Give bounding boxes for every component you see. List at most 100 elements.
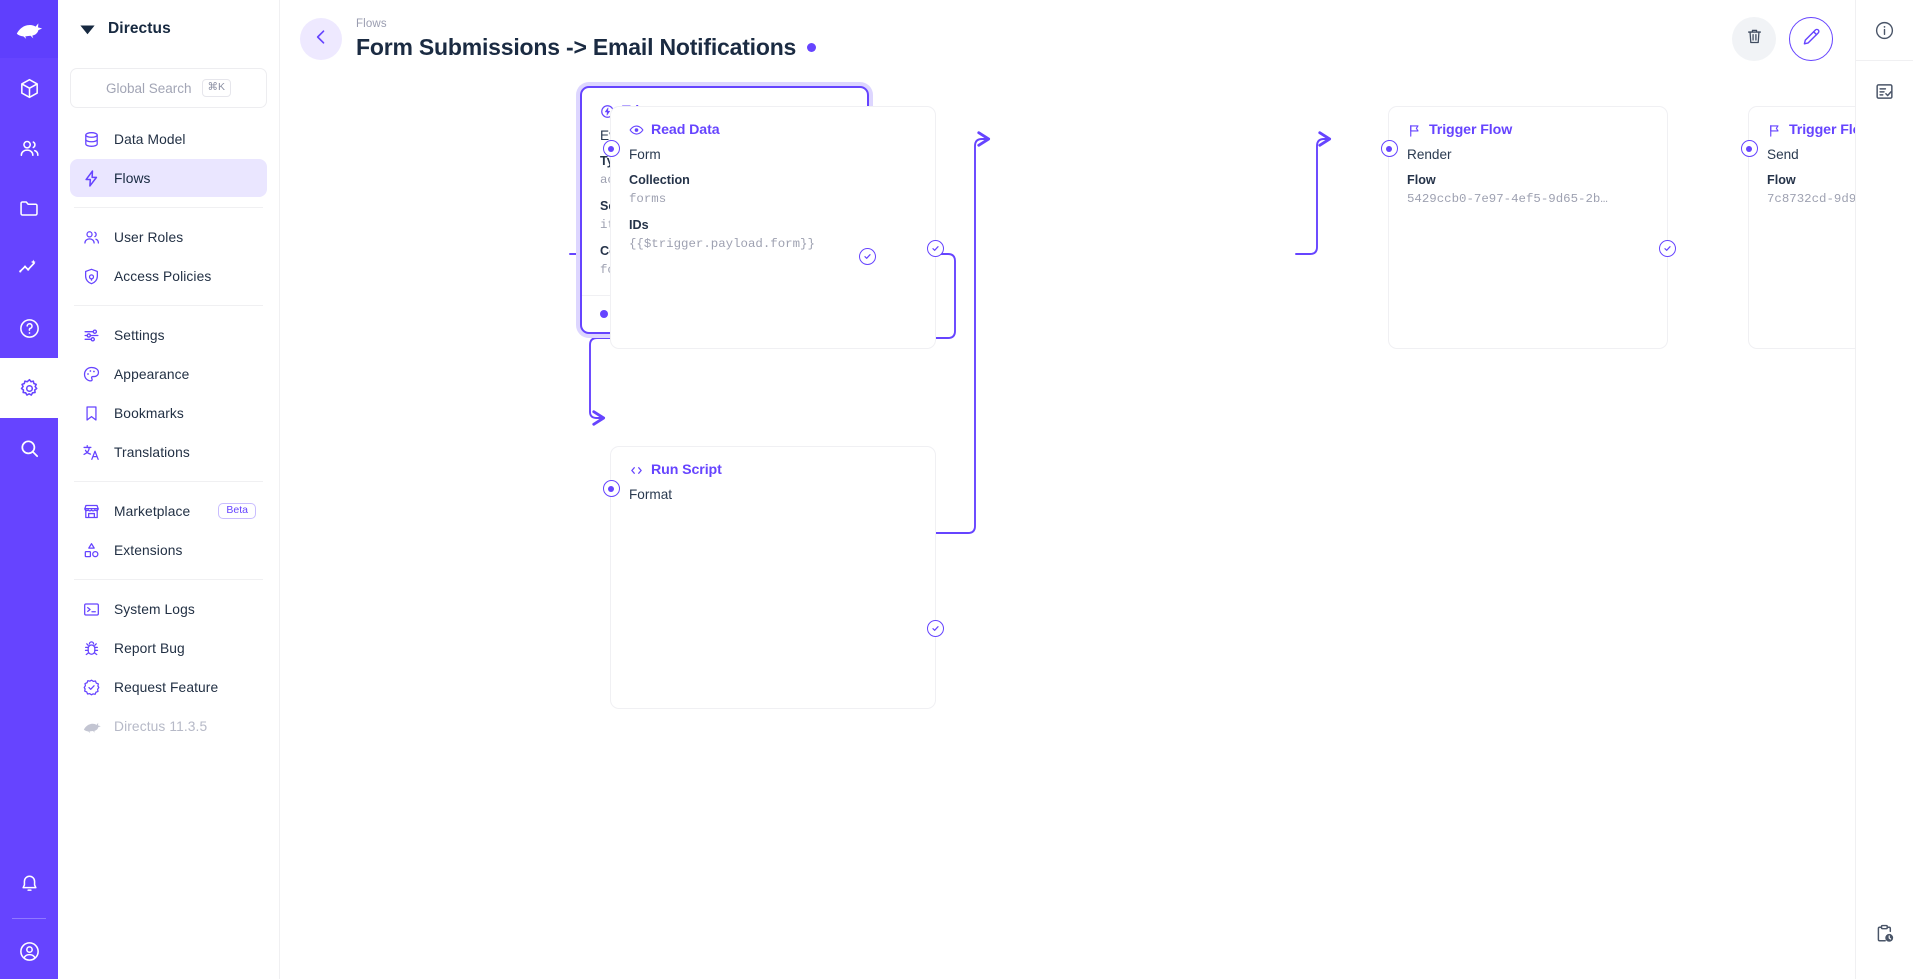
bolt-icon — [81, 168, 102, 189]
node-type-label: Trigger Flow — [1429, 122, 1513, 138]
handle-dot-icon — [608, 485, 614, 492]
extensions-icon — [81, 540, 102, 561]
eye-icon — [629, 123, 644, 138]
sidebar-item-report-bug[interactable]: Report Bug — [70, 629, 267, 667]
flow-node-read-data[interactable]: Read Data Form Collection forms IDs {{$t… — [602, 106, 944, 349]
nav-list: Data Model Flows — [70, 120, 267, 745]
pencil-icon — [1801, 27, 1821, 52]
insights-icon[interactable] — [0, 238, 58, 298]
nav-divider — [74, 579, 263, 580]
shield-lock-icon — [81, 266, 102, 287]
delete-flow-button[interactable] — [1732, 17, 1776, 61]
flow-node-trigger-flow-render[interactable]: Trigger Flow Render Flow 5429ccb0-7e97-4… — [1380, 106, 1676, 349]
sidebar-item-bookmarks[interactable]: Bookmarks — [70, 394, 267, 432]
node-name: Format — [629, 487, 673, 502]
sidebar-item-request-feature[interactable]: Request Feature — [70, 668, 267, 706]
flow-canvas[interactable]: Trigger Event Hook Type action Scope ite… — [280, 78, 1855, 979]
sidebar-item-access-policies[interactable]: Access Policies — [70, 257, 267, 295]
node-field-key: IDs — [629, 218, 649, 233]
palette-icon — [81, 364, 102, 385]
node-name: Send — [1767, 147, 1799, 162]
sidebar-item-marketplace[interactable]: Marketplace Beta — [70, 492, 267, 530]
users-icon[interactable] — [0, 118, 58, 178]
node-input-handle[interactable] — [1380, 140, 1398, 157]
sidebar-item-label: Extensions — [114, 542, 183, 558]
handle-dot-icon — [1386, 145, 1392, 152]
sidebar-item-label: Bookmarks — [114, 405, 184, 421]
directus-logo-icon[interactable] — [0, 0, 58, 58]
sidebar-item-system-logs[interactable]: System Logs — [70, 590, 267, 628]
settings-gear-icon[interactable] — [0, 358, 58, 418]
sidebar-item-flows[interactable]: Flows — [70, 159, 267, 197]
arrow-left-icon — [311, 27, 331, 52]
logs-icon[interactable] — [1856, 61, 1913, 121]
module-bar-top — [0, 0, 58, 478]
clipboard-clock-icon[interactable] — [1856, 889, 1913, 979]
sidebar-item-settings[interactable]: Settings — [70, 316, 267, 354]
terminal-icon — [81, 599, 102, 620]
right-sidebar — [1855, 0, 1913, 979]
global-search-input[interactable]: Global Search ⌘K — [70, 68, 267, 108]
sidebar-item-label: Directus 11.3.5 — [114, 718, 208, 734]
sidebar-item-label: Report Bug — [114, 640, 185, 656]
node-header: Trigger Flow — [1749, 107, 1855, 138]
trash-icon — [1745, 27, 1764, 51]
nav-sidebar: Directus Global Search ⌘K Data Model — [58, 0, 280, 979]
breadcrumb[interactable]: Flows — [356, 18, 387, 31]
node-output-handle[interactable] — [858, 248, 876, 265]
info-icon[interactable] — [1856, 0, 1913, 60]
flow-node-trigger-flow-send[interactable]: Trigger Flow Send Flow 7c8732cd-9d9e-44b… — [1740, 106, 1855, 349]
database-icon — [81, 129, 102, 150]
node-field-value: 5429ccb0-7e97-4ef5-9d65-2b… — [1407, 192, 1608, 207]
notifications-bell-icon[interactable] — [0, 854, 58, 914]
search-shortcut-kbd: ⌘K — [201, 79, 232, 97]
status-dot-icon — [600, 309, 608, 318]
node-header: Run Script — [611, 447, 935, 478]
back-button[interactable] — [300, 18, 342, 60]
node-input-handle[interactable] — [602, 480, 620, 497]
page-header: Flows Form Submissions -> Email Notifica… — [280, 0, 1855, 78]
sidebar-item-label: Translations — [114, 444, 190, 460]
sidebar-item-label: Flows — [114, 170, 151, 186]
node-output-handle[interactable] — [1658, 240, 1676, 257]
files-folder-icon[interactable] — [0, 178, 58, 238]
sidebar-item-label: Data Model — [114, 131, 186, 147]
node-output-handle[interactable] — [926, 240, 944, 257]
help-circle-icon[interactable] — [0, 298, 58, 358]
node-input-handle[interactable] — [602, 140, 620, 157]
node-type-label: Read Data — [651, 122, 720, 138]
node-header: Read Data — [611, 107, 935, 138]
nav-divider — [74, 481, 263, 482]
module-bar-divider — [12, 918, 46, 919]
bug-icon — [81, 638, 102, 659]
node-field-key: Flow — [1407, 173, 1436, 188]
node-field-key: Collection — [629, 173, 690, 188]
right-sidebar-divider — [1855, 60, 1913, 61]
account-avatar-icon[interactable] — [0, 923, 58, 979]
sidebar-item-translations[interactable]: Translations — [70, 433, 267, 471]
sidebar-item-extensions[interactable]: Extensions — [70, 531, 267, 569]
nav-brand[interactable]: Directus — [70, 0, 267, 58]
sliders-icon — [81, 325, 102, 346]
edit-flow-button[interactable] — [1789, 17, 1833, 61]
handle-dot-icon — [608, 145, 614, 152]
sidebar-item-label: System Logs — [114, 601, 195, 617]
nav-divider — [74, 207, 263, 208]
search-placeholder: Global Search — [105, 80, 192, 96]
sidebar-item-label: Appearance — [114, 366, 190, 382]
brand-title: Directus — [108, 20, 171, 37]
flow-node-run-script[interactable]: Run Script Format — [602, 446, 944, 709]
code-brackets-icon — [629, 463, 644, 478]
node-output-handle[interactable] — [926, 620, 944, 637]
handle-dot-icon — [1746, 145, 1752, 152]
sidebar-item-user-roles[interactable]: User Roles — [70, 218, 267, 256]
node-field-value: 7c8732cd-9d9e-44be-a3f6-89… — [1767, 192, 1855, 207]
search-icon[interactable] — [0, 418, 58, 478]
sidebar-item-appearance[interactable]: Appearance — [70, 355, 267, 393]
storefront-icon — [81, 501, 102, 522]
content-box-icon[interactable] — [0, 58, 58, 118]
sidebar-item-data-model[interactable]: Data Model — [70, 120, 267, 158]
node-name: Form — [629, 147, 661, 162]
node-input-handle[interactable] — [1740, 140, 1758, 157]
